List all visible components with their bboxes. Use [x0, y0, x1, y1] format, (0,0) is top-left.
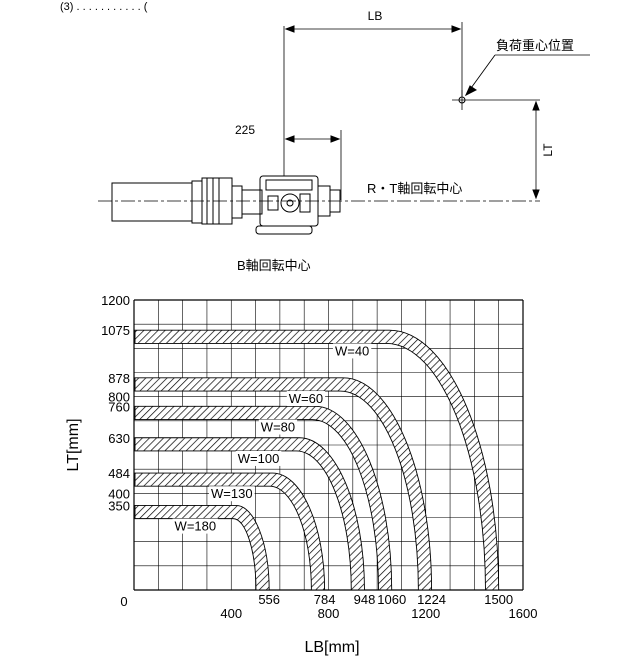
series-label-bg — [286, 391, 326, 407]
chart-bands — [134, 329, 500, 591]
y-tick-label: 630 — [108, 431, 130, 446]
x-marked-tick-label: 1224 — [417, 592, 446, 607]
x-marked-tick-label: 1500 — [484, 592, 513, 607]
rt-axis-label: R・T軸回転中心 — [367, 181, 462, 196]
y-tick-label: 350 — [108, 498, 130, 513]
y-tick-label: 484 — [108, 466, 130, 481]
load-band-4 — [134, 472, 326, 591]
y-tick-label: 400 — [108, 486, 130, 501]
series-label-bg — [209, 486, 255, 502]
series-label: W=80 — [261, 420, 295, 435]
robot-wrist-joint — [280, 193, 300, 213]
x-tick-label: 1600 — [509, 606, 538, 621]
header-fragment: (3) . . . . . . . . . . . ( — [60, 1, 148, 13]
robot-arm-tube — [111, 182, 193, 222]
lb-arrow-left — [284, 25, 295, 33]
x-tick-label: 400 — [220, 606, 242, 621]
x-tick-label: 1200 — [411, 606, 440, 621]
series-label-bg — [332, 343, 372, 359]
series-label: W=100 — [238, 451, 280, 466]
y-tick-label: 760 — [108, 399, 130, 414]
dim-225-label: 225 — [235, 123, 255, 137]
series-label: W=40 — [335, 343, 369, 358]
load-band-3 — [134, 437, 365, 591]
load-band-2 — [134, 405, 393, 591]
x-axis-label: LB[mm] — [304, 639, 359, 656]
series-label: W=180 — [175, 519, 217, 534]
y-tick-label: 878 — [108, 371, 130, 386]
x-tick-label: 0 — [120, 594, 127, 609]
x-marked-tick-label: 784 — [314, 592, 336, 607]
x-marked-tick-label: 1060 — [377, 592, 406, 607]
load-band-1 — [134, 377, 433, 591]
lb-label: LB — [368, 9, 383, 23]
load-band-5 — [134, 504, 270, 591]
load-band-0 — [134, 329, 500, 591]
x-marked-tick-label: 556 — [258, 592, 280, 607]
y-tick-label: 1200 — [101, 293, 130, 308]
lb-arrow-right — [451, 25, 462, 33]
series-label-bg — [258, 419, 298, 435]
lt-label: LT — [541, 143, 555, 157]
series-label-bg — [235, 450, 282, 466]
x-marked-tick-label: 948 — [354, 592, 376, 607]
series-label-bg — [172, 518, 219, 534]
load-center-label: 負荷重心位置 — [496, 38, 574, 53]
b-axis-label: B軸回転中心 — [237, 258, 311, 273]
series-label: W=130 — [211, 486, 253, 501]
y-axis-label: LT[mm] — [65, 418, 82, 471]
y-tick-label: 1075 — [101, 323, 130, 338]
series-label: W=60 — [289, 391, 323, 406]
x-tick-label: 800 — [318, 606, 340, 621]
y-tick-label: 800 — [108, 390, 130, 405]
top-diagram — [98, 22, 590, 235]
